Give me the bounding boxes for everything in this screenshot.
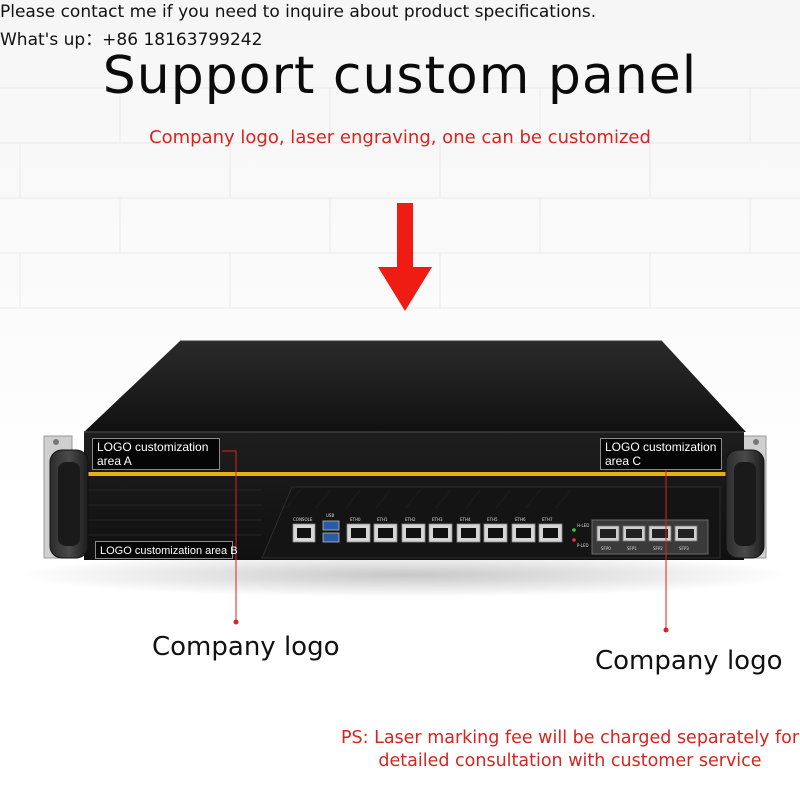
page-title: Support custom panel (102, 46, 698, 106)
eth-port-label: ETH6 (515, 517, 526, 522)
eth-port-label: ETH3 (432, 517, 443, 522)
ethernet-ports: ETH0 ETH1 ETH2 ETH3 ETH4 ETH5 ETH6 ETH7 (346, 517, 563, 543)
sfp-port-label: SFP3 (679, 546, 689, 551)
subtitle: Company logo, laser engraving, one can b… (149, 127, 651, 148)
sfp-port-label: SFP1 (627, 546, 637, 551)
logo-area-c-line1: LOGO customization (605, 440, 717, 454)
laser-fee-note-line2: detailed consultation with customer serv… (378, 751, 762, 771)
logo-area-a-line1: LOGO customization (97, 440, 209, 454)
usb-port-icon (322, 520, 340, 543)
logo-area-a-label: LOGO customization area A (92, 438, 220, 470)
sfp-port-label: SFP0 (601, 546, 611, 551)
down-arrow-icon (378, 203, 432, 311)
sfp-port-label: SFP2 (653, 546, 663, 551)
usb-port-label: USB (326, 513, 334, 518)
logo-area-a-line2: area A (97, 454, 132, 468)
led-indicator (572, 528, 576, 532)
logo-area-c-label: LOGO customization area C (600, 438, 722, 470)
callout-dot (663, 627, 669, 633)
led-indicator (572, 538, 576, 542)
eth-port-label: ETH7 (542, 517, 553, 522)
contact-line-1: Please contact me if you need to inquire… (0, 2, 597, 22)
callout-dot (233, 619, 239, 625)
laser-fee-note-line1: PS: Laser marking fee will be charged se… (340, 728, 800, 748)
company-logo-callout-left: Company logo (152, 632, 340, 662)
eth-port-label: ETH0 (350, 517, 361, 522)
brick-wall-texture (0, 87, 800, 309)
contact-line-2: What's up：+86 18163799242 (0, 30, 263, 50)
console-port-label: CONSOLE (293, 517, 313, 522)
left-handle-icon (49, 449, 89, 559)
eth-port-label: ETH4 (460, 517, 471, 522)
led-label-top: H-LED (577, 523, 589, 528)
eth-port-label: ETH1 (377, 517, 388, 522)
logo-area-c-line2: area C (605, 454, 642, 468)
company-logo-callout-right: Company logo (595, 646, 783, 676)
right-handle-icon (725, 449, 765, 559)
yellow-stripe (84, 472, 744, 476)
laser-fee-note: PS: Laser marking fee will be charged se… (340, 727, 800, 773)
eth-port-label: ETH2 (405, 517, 416, 522)
led-label-bottom: P-LED (577, 543, 589, 548)
logo-area-b-label: LOGO customization area B (95, 541, 238, 559)
console-port-icon (292, 523, 316, 543)
eth-port-label: ETH5 (487, 517, 498, 522)
